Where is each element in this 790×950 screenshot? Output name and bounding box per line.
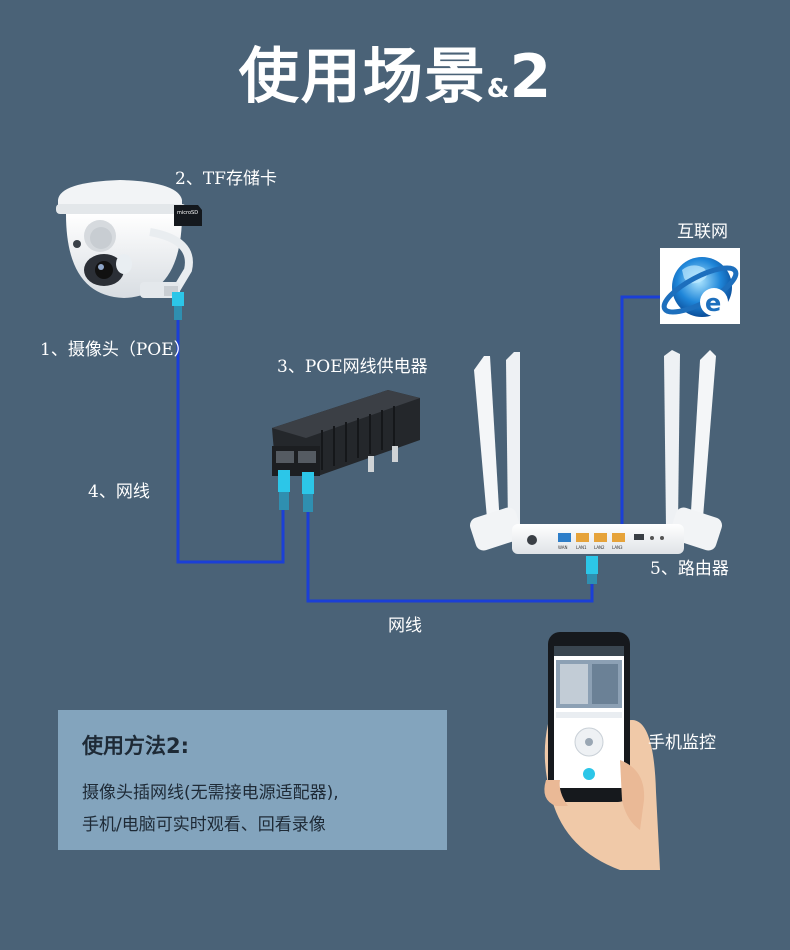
router-icon: WAN LAN1 LAN2 LAN3 bbox=[470, 350, 722, 584]
label-internet: 互联网 bbox=[677, 222, 728, 242]
method-line-1: 摄像头插网线(无需接电源适配器), bbox=[82, 783, 339, 803]
router-port-wan: WAN bbox=[558, 545, 567, 550]
dome-camera-icon bbox=[56, 180, 193, 320]
cable-router-to-internet bbox=[620, 295, 660, 528]
label-tf-card: 2、TF存储卡 bbox=[175, 169, 277, 189]
label-phone: 手机监控 bbox=[648, 733, 716, 753]
cable-camera-to-poe bbox=[176, 318, 285, 564]
router-port-lan3: LAN3 bbox=[612, 545, 623, 550]
usage-method-box: 使用方法2: 摄像头插网线(无需接电源适配器), 手机/电脑可实时观看、回看录像 bbox=[58, 710, 447, 850]
label-router: 5、路由器 bbox=[650, 559, 729, 579]
cable-poe-to-router bbox=[306, 510, 594, 603]
label-cable-left: 4、网线 bbox=[88, 482, 150, 502]
label-cable-bottom: 网线 bbox=[388, 616, 422, 636]
label-camera: 1、摄像头（POE） bbox=[40, 340, 191, 360]
router-port-lan2: LAN2 bbox=[594, 545, 605, 550]
poe-injector-icon bbox=[272, 390, 420, 512]
label-poe-injector: 3、POE网线供电器 bbox=[277, 357, 428, 377]
title-main: 使用场景 bbox=[238, 42, 487, 112]
title-number: 2 bbox=[509, 42, 552, 112]
router-port-lan1: LAN1 bbox=[576, 545, 587, 550]
title-amp: & bbox=[486, 74, 510, 104]
svg-text:e: e bbox=[705, 289, 721, 317]
tf-card-text: microSD bbox=[177, 210, 198, 216]
method-title: 使用方法2: bbox=[82, 734, 190, 758]
method-line-2: 手机/电脑可实时观看、回看录像 bbox=[82, 815, 326, 835]
page-title: 使用场景&2 bbox=[0, 28, 790, 115]
tf-card-icon: microSD bbox=[174, 205, 202, 226]
cable-lines bbox=[176, 295, 660, 603]
smartphone-icon bbox=[544, 632, 660, 870]
internet-explorer-icon: e bbox=[660, 248, 740, 324]
